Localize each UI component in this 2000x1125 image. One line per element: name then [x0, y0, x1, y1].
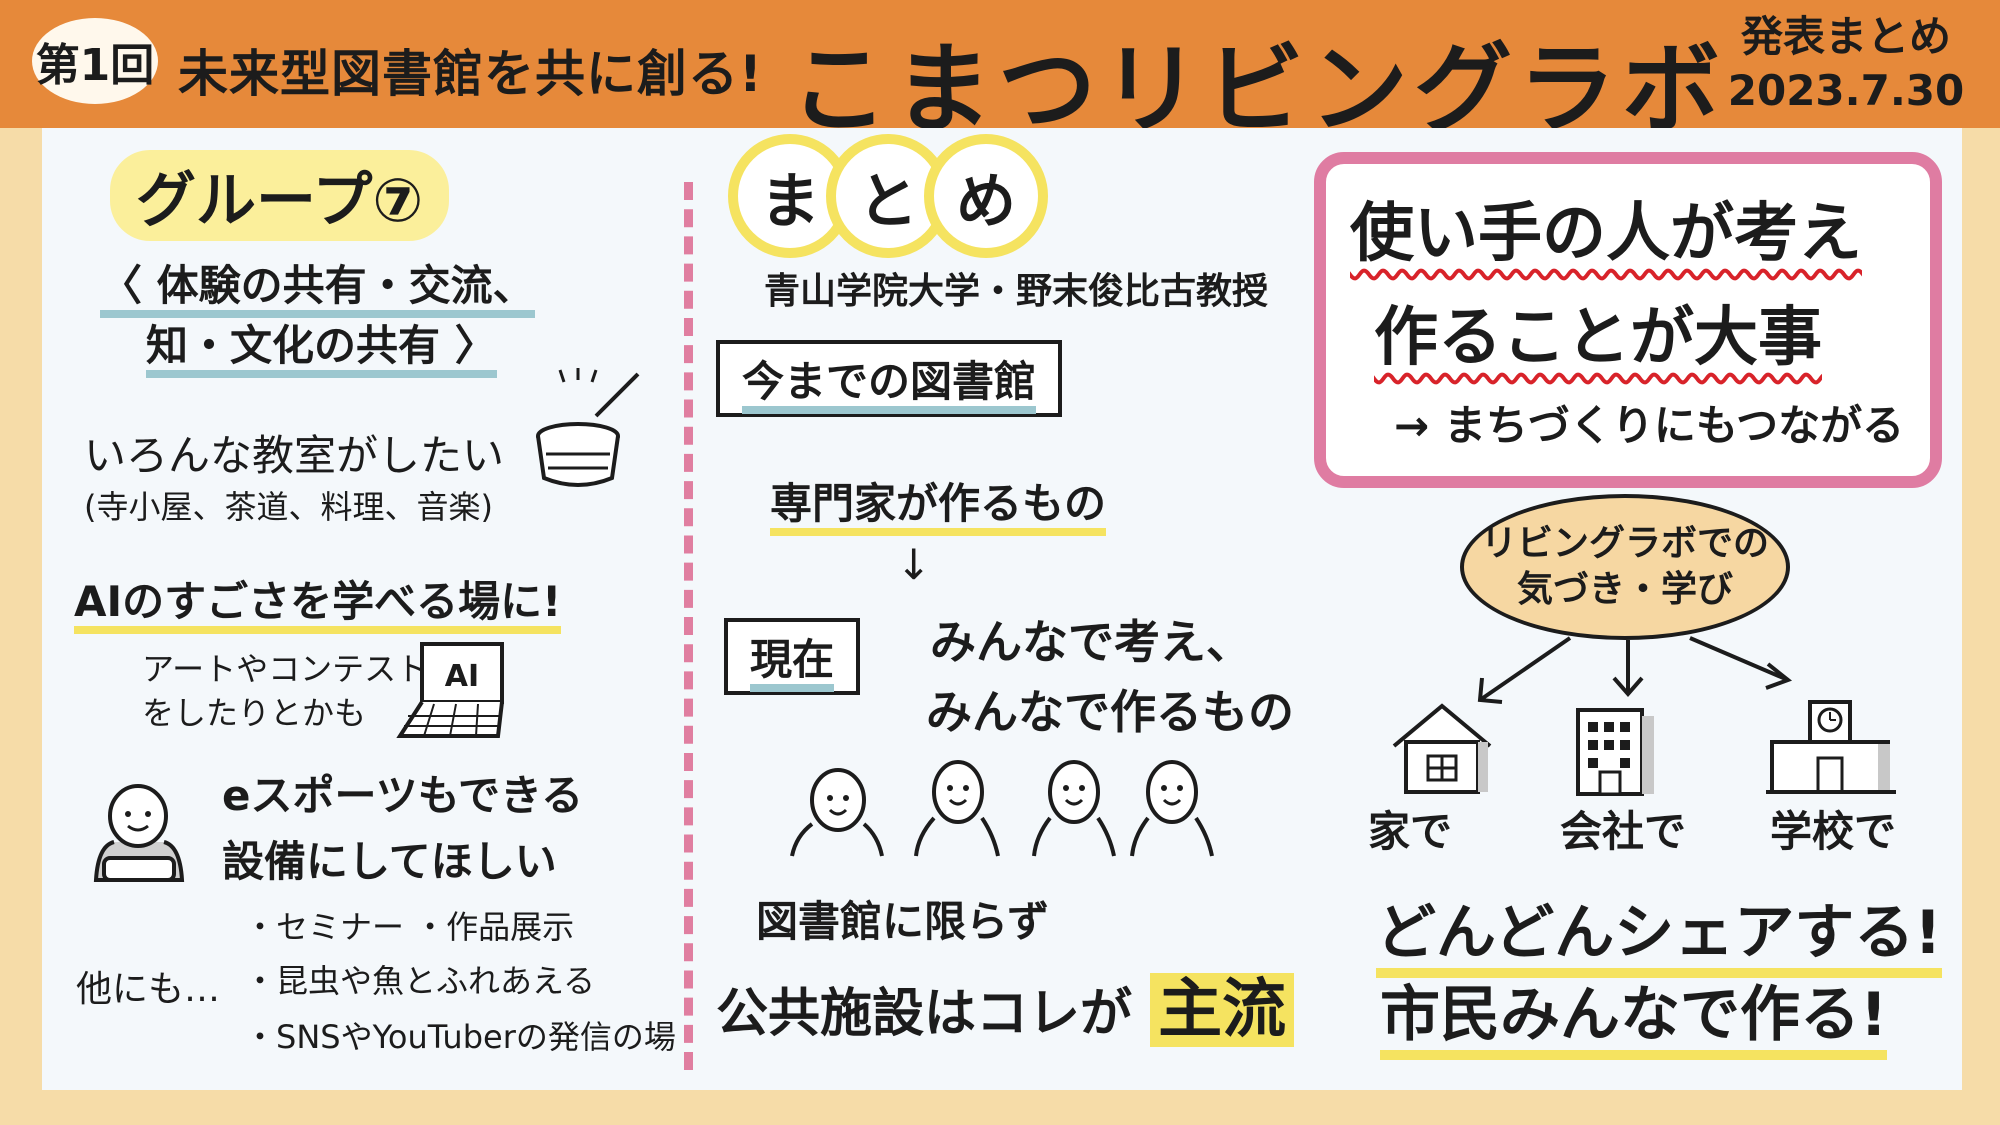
header-bar: 第1回 未来型図書館を共に創る! こまつリビングラボ 発表まとめ 2023.7.…: [0, 0, 2000, 147]
summary-label: 発表まとめ: [1740, 12, 1951, 61]
house-icon: [1388, 700, 1498, 800]
past-library-desc: 専門家が作るもの: [770, 470, 1107, 536]
others-item-1: ・セミナー ・作品展示: [244, 908, 575, 946]
wish-esports-line-2: 設備にしてほしい: [222, 837, 557, 886]
laptop-ai-label: AI: [445, 659, 479, 694]
now-line-1: みんなで考え、: [930, 615, 1252, 669]
closing-line-1: どんどんシェアする!: [1376, 884, 1942, 978]
mainstream-line: 公共施設はコレが 主流: [716, 958, 1295, 1050]
school-building-icon: [1766, 696, 1896, 802]
learning-bubble-line-2: 気づき・学び: [1516, 569, 1733, 610]
header-subtitle: 未来型図書館を共に創る!: [178, 45, 763, 103]
key-message-line-1: 使い手の人が考え: [1350, 197, 1862, 271]
wish-esports-line-1: eスポーツもできる: [222, 771, 584, 820]
mainstream-key: 主流: [1150, 973, 1295, 1047]
theme-line-1: 〈 体験の共有・交流、: [100, 252, 535, 318]
key-message-box: [1314, 152, 1942, 488]
place-company: 会社で: [1560, 807, 1687, 856]
past-library-label: 今までの図書館: [716, 340, 1063, 417]
down-arrow-icon: ↓: [896, 540, 932, 589]
learning-bubble: リビングラボでの 気づき・学び: [1460, 494, 1790, 640]
office-building-icon: [1572, 706, 1662, 802]
learning-bubble-line-1: リビングラボでの: [1480, 523, 1769, 564]
wish-ai-title: AIのすごさを学べる場に!: [74, 568, 562, 634]
laptop-ai-icon: AI: [394, 640, 514, 744]
group-title: グループ⑦: [110, 150, 450, 241]
wish-ai-line-2: をしたりとかも: [142, 694, 367, 732]
speaker-name: 青山学院大学・野末俊比古教授: [764, 271, 1269, 312]
others-label: 他にも…: [76, 969, 221, 1010]
others-item-2: ・昆虫や魚とふれあえる: [244, 962, 596, 1000]
place-home: 家で: [1368, 807, 1453, 856]
place-school: 学校で: [1770, 807, 1897, 856]
people-group-icon: [778, 740, 1228, 864]
singing-bowl-icon: [534, 368, 640, 502]
key-message-line-2: 作ることが大事: [1374, 301, 1822, 375]
wish-ai-line-1: アートやコンテスト: [142, 650, 429, 688]
column-divider: [684, 182, 693, 1070]
mainstream-prefix: 公共施設はコレが: [716, 984, 1133, 1044]
key-message-line-3: → まちづくりにもつながる: [1394, 401, 1905, 450]
not-only-library: 図書館に限らず: [756, 897, 1050, 946]
theme-line-2: 知・文化の共有 〉: [146, 312, 497, 378]
gamer-icon: [86, 780, 186, 894]
branch-arrows-icon: [1470, 630, 1830, 734]
summary-char-3: め: [924, 134, 1048, 258]
wish-classes-examples: (寺小屋、茶道、料理、音楽): [84, 488, 493, 526]
now-line-2: みんなで作るもの: [926, 685, 1294, 739]
others-item-3: ・SNSやYouTuberの発信の場: [244, 1018, 676, 1056]
closing-line-2: 市民みんなで作る!: [1380, 966, 1888, 1060]
date-block: 発表まとめ 2023.7.30: [1716, 10, 1976, 118]
session-badge: 第1回: [32, 18, 158, 104]
event-date: 2023.7.30: [1727, 66, 1965, 115]
wish-classes: いろんな教室がしたい: [84, 431, 505, 480]
now-label: 現在: [724, 618, 861, 695]
